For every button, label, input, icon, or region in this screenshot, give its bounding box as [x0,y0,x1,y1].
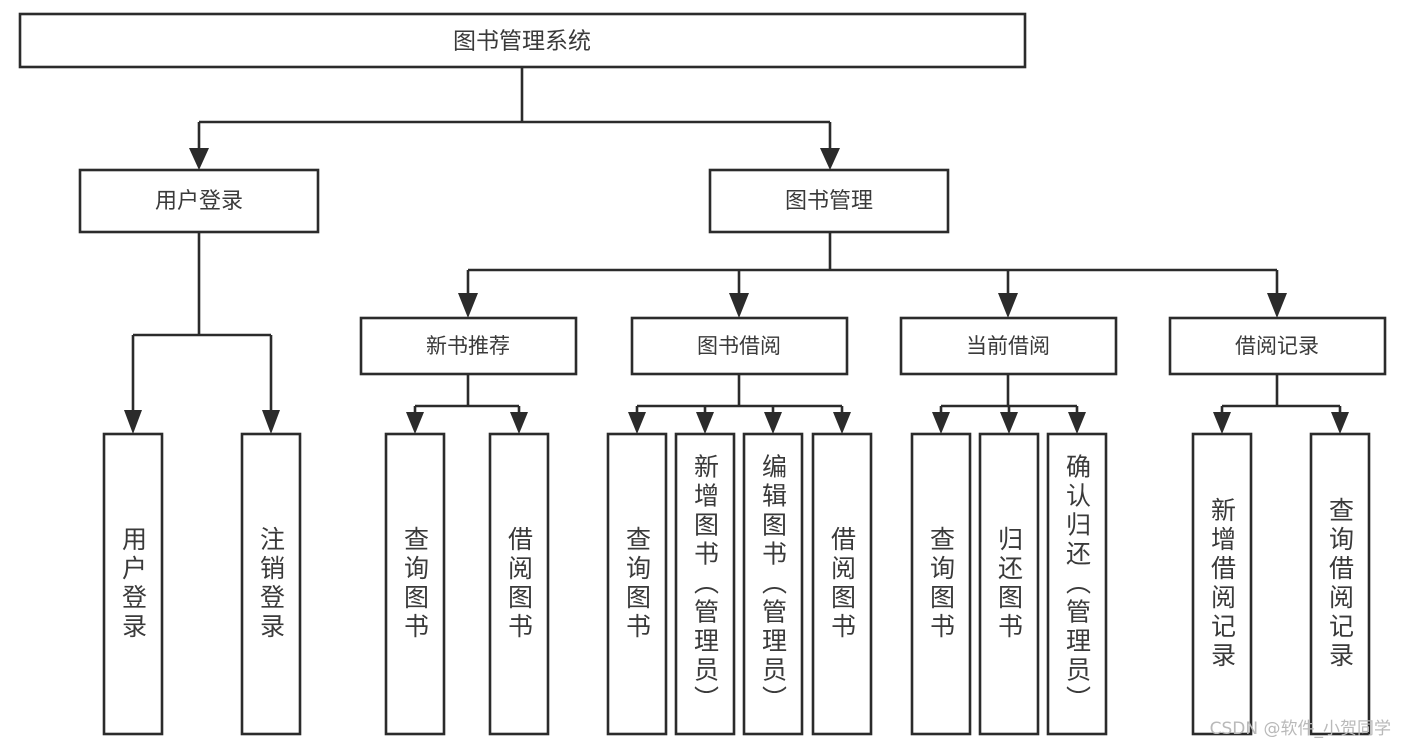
arrow-head-book-borrow [729,293,749,318]
leaf-borrow-book-1-label: 借阅图书 [505,526,534,642]
node-new-book-recommend-box[interactable] [359,316,578,376]
arrow-head-leaf-edit-book [764,412,782,434]
arrow-head-book-manage [820,148,840,170]
node-book-borrow-box[interactable] [630,316,849,376]
leaf-user-login-box[interactable] [102,432,164,736]
node-book-borrow[interactable]: 图书借阅 [630,316,849,376]
leaf-query-book-1-label: 查询图书 [401,526,430,642]
leaf-logout-label: 注销登录 [257,526,286,642]
leaf-borrow-book-2-label: 借阅图书 [828,526,857,642]
connector-group-borrow-record [1213,374,1349,434]
connector-group-user-login [124,232,280,434]
leaf-query-book-1[interactable]: 查询图书 [384,432,446,736]
node-borrow-record-box[interactable] [1168,316,1387,376]
leaf-user-login-label: 用户登录 [119,526,148,642]
node-current-borrow[interactable]: 当前借阅 [899,316,1118,376]
leaf-confirm-return-label: 确认归还（管理员） [1063,454,1092,715]
leaf-add-book-box[interactable] [674,432,736,736]
arrow-head-new-book-recommend [458,293,478,318]
leaf-return-book[interactable]: 归还图书 [978,432,1040,736]
leaf-borrow-book-1-box[interactable] [488,432,550,736]
arrow-head-leaf-query-book-1 [406,412,424,434]
leaf-user-login[interactable]: 用户登录 [102,432,164,736]
connector-group-book-borrow [628,374,851,434]
leaf-logout[interactable]: 注销登录 [240,432,302,736]
node-current-borrow-label: 当前借阅 [966,334,1050,358]
leaf-borrow-book-1[interactable]: 借阅图书 [488,432,550,736]
arrow-head-leaf-query-book-2 [628,412,646,434]
arrow-head-leaf-add-book [696,412,714,434]
arrow-head-user-login [189,148,209,170]
leaf-add-book[interactable]: 新增图书（管理员） [674,432,736,736]
leaf-query-book-3-box[interactable] [910,432,972,736]
leaf-borrow-book-2-box[interactable] [811,432,873,736]
node-new-book-recommend-label: 新书推荐 [426,334,510,358]
node-user-login-label: 用户登录 [155,189,243,214]
connector-group-root [189,67,840,170]
node-borrow-record[interactable]: 借阅记录 [1168,316,1387,376]
leaf-edit-book-box[interactable] [742,432,804,736]
leaf-query-book-2[interactable]: 查询图书 [606,432,668,736]
node-borrow-record-label: 借阅记录 [1235,334,1319,358]
arrow-head-borrow-record [1267,293,1287,318]
leaf-add-record[interactable]: 新增借阅记录 [1191,432,1253,736]
node-root[interactable]: 图书管理系统 [18,12,1027,69]
arrow-head-current-borrow [998,293,1018,318]
arrow-head-leaf-borrow-book-2 [833,412,851,434]
connector-group-current-borrow [932,374,1086,434]
arrow-head-leaf-add-record [1213,412,1231,434]
leaf-query-book-3-label: 查询图书 [927,526,956,642]
leaf-logout-box[interactable] [240,432,302,736]
leaf-query-book-2-label: 查询图书 [623,526,652,642]
node-new-book-recommend[interactable]: 新书推荐 [359,316,578,376]
node-book-manage-label: 图书管理 [785,189,873,214]
arrow-head-leaf-user-login [124,410,142,434]
leaf-query-book-2-box[interactable] [606,432,668,736]
connector-group-book-manage [458,232,1287,318]
node-root-box[interactable] [18,12,1027,69]
leaf-return-book-label: 归还图书 [995,526,1024,642]
leaf-confirm-return-box[interactable] [1046,432,1108,736]
arrow-head-leaf-query-book-3 [932,412,950,434]
arrow-head-leaf-logout [262,410,280,434]
node-user-login-box[interactable] [78,168,320,234]
leaf-edit-book-label: 编辑图书（管理员） [759,454,788,715]
leaf-query-record-box[interactable] [1309,432,1371,736]
leaf-return-book-box[interactable] [978,432,1040,736]
arrow-head-leaf-borrow-book-1 [510,412,528,434]
leaf-query-book-3[interactable]: 查询图书 [910,432,972,736]
arrow-head-leaf-confirm-return [1068,412,1086,434]
connector-group-new-book-recommend [406,374,528,434]
leaf-edit-book[interactable]: 编辑图书（管理员） [742,432,804,736]
node-book-borrow-label: 图书借阅 [697,334,781,358]
arrow-head-leaf-return-book [1000,412,1018,434]
leaf-confirm-return[interactable]: 确认归还（管理员） [1046,432,1108,736]
node-current-borrow-box[interactable] [899,316,1118,376]
leaf-query-record-label: 查询借阅记录 [1326,497,1355,671]
leaf-query-book-1-box[interactable] [384,432,446,736]
leaf-borrow-book-2[interactable]: 借阅图书 [811,432,873,736]
leaf-add-record-box[interactable] [1191,432,1253,736]
leaf-add-record-label: 新增借阅记录 [1208,497,1237,671]
node-book-manage[interactable]: 图书管理 [708,168,950,234]
leaf-add-book-label: 新增图书（管理员） [691,454,720,715]
node-book-manage-box[interactable] [708,168,950,234]
arrow-head-leaf-query-record [1331,412,1349,434]
node-root-label: 图书管理系统 [453,29,591,55]
node-user-login[interactable]: 用户登录 [78,168,320,234]
leaf-query-record[interactable]: 查询借阅记录 [1309,432,1371,736]
